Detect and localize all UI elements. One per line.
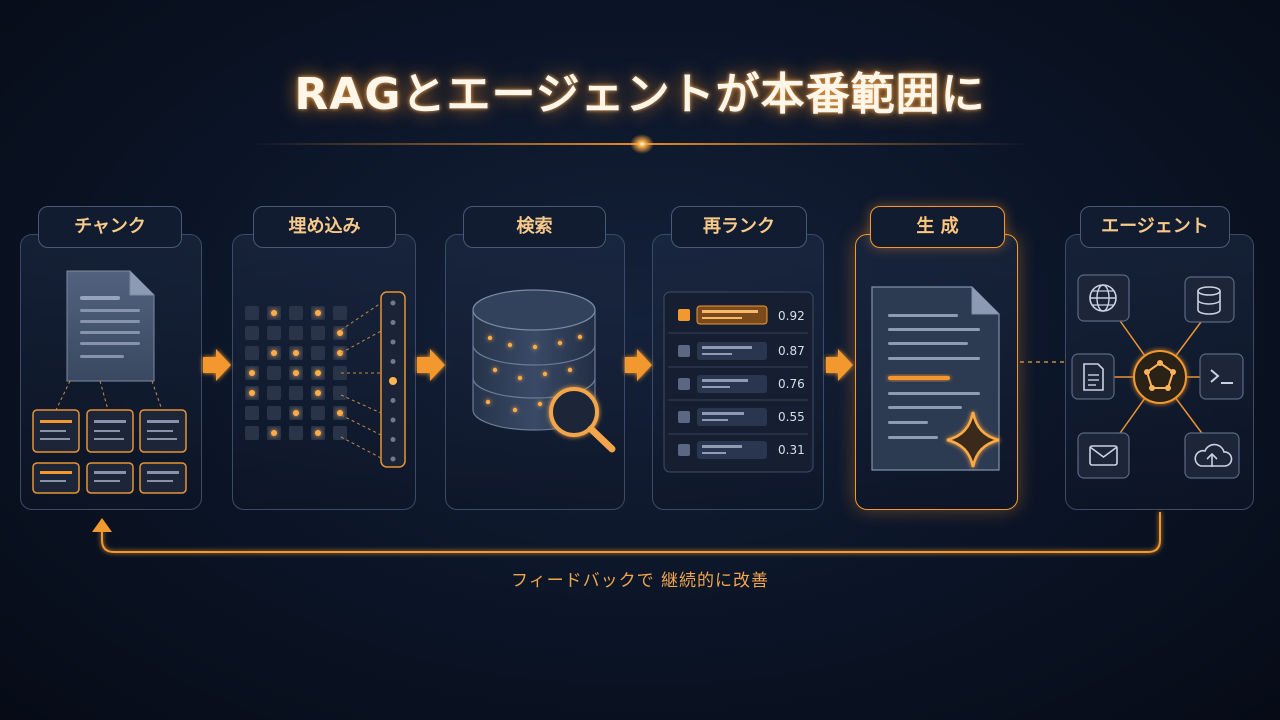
vector-dot: [390, 359, 396, 364]
feedback-loop-arrow: [101, 512, 1161, 553]
vector-dot: [390, 300, 396, 306]
vector-dot: [390, 417, 396, 423]
terminal-icon: [1199, 353, 1244, 400]
vector-dot: [390, 437, 396, 442]
database-dot: [542, 371, 548, 377]
embedding-cell-glow: [293, 350, 299, 356]
chunk-connector-lines: [55, 380, 163, 411]
embedding-cell-glow: [271, 310, 277, 316]
mail-icon: [1077, 432, 1130, 479]
database-dot: [492, 367, 498, 373]
stage-label-retrieval: 検索: [463, 206, 606, 248]
embedding-vector-bar: [380, 291, 406, 468]
embedding-cell-glow: [337, 330, 343, 336]
stage-label-agent: エージェント: [1080, 206, 1230, 248]
embedding-cell: [267, 386, 281, 400]
embedding-cell: [267, 326, 281, 340]
embedding-cell-glow: [337, 350, 343, 356]
embedding-cell: [311, 346, 325, 360]
embedding-cell-glow: [315, 370, 321, 376]
embedding-cell: [289, 426, 303, 440]
embedding-cell: [311, 406, 325, 420]
document-tool-icon: [1071, 353, 1115, 400]
embedding-cell: [289, 386, 303, 400]
flow-arrow-icon: [203, 349, 853, 381]
generated-document-icon: [871, 286, 1000, 471]
embedding-cell-glow: [293, 370, 299, 376]
embedding-cell: [245, 426, 259, 440]
stage-label-embedding: 埋め込み: [253, 206, 396, 248]
stage-label-rerank: 再ランク: [671, 206, 807, 248]
embedding-cell: [333, 426, 347, 440]
vector-dot: [389, 377, 397, 385]
database-dot: [507, 342, 513, 348]
page-title: RAGとエージェントが本番範囲に: [294, 69, 986, 120]
embedding-cell: [245, 406, 259, 420]
embedding-cell: [333, 386, 347, 400]
rerank-score: 0.87: [778, 344, 805, 358]
embedding-cell: [267, 406, 281, 420]
database-dot: [485, 399, 491, 405]
vector-dot: [390, 398, 396, 403]
embedding-cell: [289, 306, 303, 320]
rerank-score: 0.92: [778, 309, 805, 323]
vector-dot: [390, 320, 396, 325]
embedding-cell-glow: [249, 390, 255, 396]
embedding-cell: [311, 326, 325, 340]
database-dot: [517, 375, 523, 381]
embedding-cell: [333, 366, 347, 380]
embedding-cell-glow: [315, 310, 321, 316]
feedback-arrowhead-icon: [92, 518, 112, 532]
rerank-score: 0.76: [778, 377, 805, 391]
stage-label-generation: 生 成: [870, 206, 1005, 248]
database-dot: [537, 401, 543, 407]
rerank-score: 0.55: [778, 410, 805, 424]
database-dot: [512, 407, 518, 413]
embedding-cell: [289, 326, 303, 340]
embedding-cell: [245, 326, 259, 340]
embedding-matrix: [245, 306, 347, 440]
feedback-caption: フィードバックで 継続的に改善: [510, 571, 770, 591]
rerank-list: [663, 291, 814, 473]
database-tool-icon: [1184, 276, 1235, 323]
embedding-cell-glow: [315, 390, 321, 396]
embedding-cell-glow: [271, 350, 277, 356]
chunk-tiles: [32, 409, 187, 494]
database-dot: [567, 367, 573, 373]
cloud-upload-icon: [1184, 432, 1240, 479]
globe-icon: [1077, 274, 1130, 322]
sparkle-icon: [946, 411, 1000, 468]
embedding-cell-glow: [315, 430, 321, 436]
magnifier-icon: [549, 387, 616, 453]
embedding-cell: [267, 366, 281, 380]
embedding-cell-glow: [337, 410, 343, 416]
title-spark: [630, 134, 654, 154]
embedding-cell-glow: [249, 370, 255, 376]
chunk-document-icon: [66, 270, 155, 382]
vector-dot: [390, 339, 396, 345]
embedding-cell: [245, 306, 259, 320]
stage-label-chunk: チャンク: [38, 206, 182, 248]
embedding-cell-glow: [293, 410, 299, 416]
embedding-connector-lines: [340, 302, 382, 459]
embedding-cell: [245, 346, 259, 360]
database-dot: [557, 340, 563, 346]
database-dot: [577, 334, 583, 340]
embedding-cell-glow: [271, 430, 277, 436]
embedding-cell: [333, 306, 347, 320]
rerank-score: 0.31: [778, 443, 805, 457]
vector-dot: [390, 456, 396, 462]
agent-hub-icon: [1133, 350, 1187, 404]
database-dot: [532, 344, 538, 350]
database-dot: [487, 335, 493, 341]
